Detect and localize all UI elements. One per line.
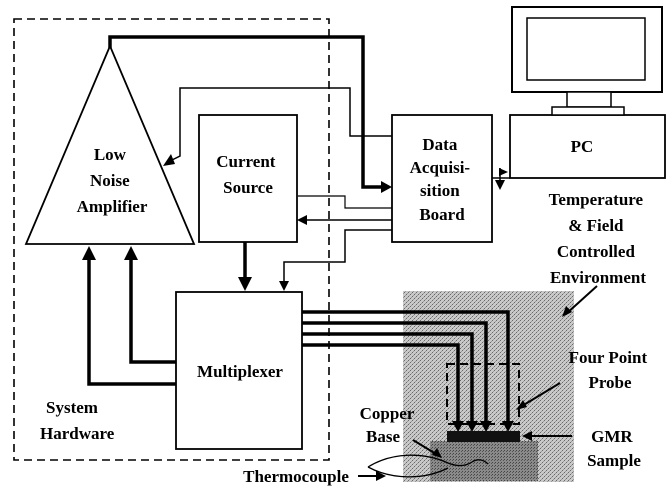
daq-board-box (391, 114, 493, 243)
amp-to-daq-arrowhead (381, 181, 392, 193)
current-source-box (198, 114, 298, 243)
copper-base-label-line2: Base (366, 427, 400, 446)
thermocouple-label: Thermocouple (243, 467, 349, 486)
environment-label-line1: Temperature (549, 190, 644, 209)
four-point-probe-label-line2: Probe (588, 373, 632, 392)
amplifier-label-line1: Low (94, 145, 127, 164)
probe-wires (302, 310, 510, 424)
multiplexer-to-amp-line-1 (129, 258, 176, 364)
probe-pointer-head (516, 400, 527, 410)
system-hardware-boundary (13, 18, 330, 461)
gmr-sample-label-line2: Sample (587, 451, 641, 470)
environment-pointer-head (562, 306, 572, 317)
gmr-pointer-head (522, 431, 532, 441)
thermocouple-tail (471, 459, 489, 465)
daq-label-line2: Acquisi- (410, 158, 471, 177)
pc-daq-arrow-right (499, 168, 508, 176)
thermocouple-pointer-head (376, 471, 386, 481)
copper-base-label: Copper Base (360, 404, 419, 446)
probe-wire-3 (302, 332, 474, 424)
daq-label-line1: Data (422, 135, 457, 154)
multiplexer-label: Multiplexer (197, 362, 283, 381)
daq-label-line3: sition (420, 181, 460, 200)
system-hardware-label: System Hardware (40, 398, 115, 443)
daq-to-current-source-arrowhead (297, 215, 307, 225)
multiplexer-to-amp-arrowhead-1 (124, 246, 138, 260)
amplifier-triangle (24, 43, 196, 245)
copper-base-pointer-head (432, 448, 442, 458)
monitor-screen (526, 17, 646, 81)
gmr-sample-bar (447, 431, 520, 442)
environment-label-line3: Controlled (557, 242, 636, 261)
probe-wire-2 (302, 321, 488, 424)
current-source-to-multiplexer-arrowhead (238, 277, 252, 291)
daq-to-multiplexer-line (283, 229, 392, 282)
amplifier-label-line3: Amplifier (77, 197, 148, 216)
four-point-probe-outline (446, 363, 520, 425)
amp-to-daq-line (108, 35, 384, 189)
four-point-probe-label: Four Point Probe (569, 348, 652, 392)
daq-label: Data Acquisi- sition Board (410, 135, 475, 224)
system-hardware-label-line2: Hardware (40, 424, 115, 443)
current-source-label: Current Source (216, 152, 279, 197)
four-point-probe-label-line1: Four Point (569, 348, 648, 367)
gmr-sample-label-line1: GMR (591, 427, 633, 446)
amplifier-label: Low Noise Amplifier (77, 145, 148, 216)
current-source-label-line2: Source (223, 178, 273, 197)
pc-daq-arrow-down (495, 180, 505, 190)
copper-base-label-line1: Copper (360, 404, 415, 423)
environment-label-line2: & Field (568, 216, 624, 235)
multiplexer-box (175, 291, 303, 450)
daq-signal-line (298, 195, 392, 209)
daq-to-amp-arrowhead (163, 154, 175, 166)
multiplexer-to-amp-arrowhead-2 (82, 246, 96, 260)
thermocouple-loop (367, 454, 473, 478)
probe-wire-4 (302, 343, 460, 424)
probe-wire-1 (302, 310, 510, 424)
pc-label: PC (571, 137, 594, 156)
probe-pointer (521, 382, 561, 407)
multiplexer-to-amp-line-2 (87, 258, 176, 386)
environment-pointer (565, 285, 598, 315)
daq-to-multiplexer-arrowhead (279, 281, 289, 291)
current-source-label-line1: Current (216, 152, 276, 171)
monitor-neck (566, 91, 612, 108)
copper-base-pointer (412, 439, 437, 455)
amplifier-label-line2: Noise (90, 171, 130, 190)
environment-label: Temperature & Field Controlled Environme… (549, 190, 648, 287)
environment-label-line4: Environment (550, 268, 646, 287)
daq-to-amp-line (171, 87, 392, 161)
daq-label-line4: Board (419, 205, 465, 224)
monitor-base (551, 106, 625, 116)
system-hardware-label-line1: System (46, 398, 98, 417)
gmr-sample-label: GMR Sample (587, 427, 641, 470)
